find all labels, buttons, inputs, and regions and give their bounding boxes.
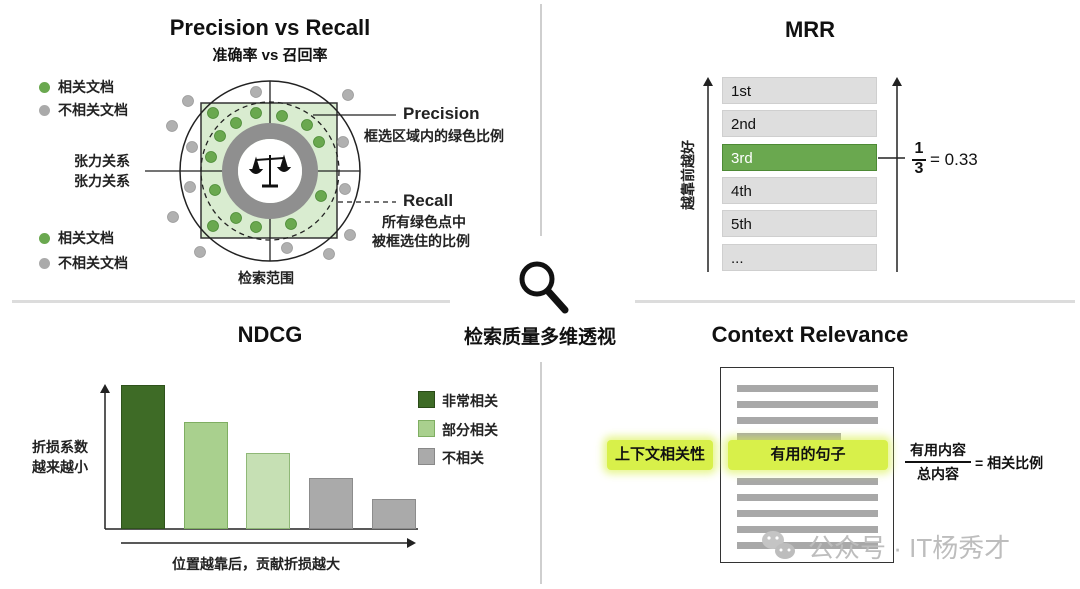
recall-desc-2: 被框选住的比例	[372, 233, 470, 249]
ndcg-y-label-1: 折损系数	[32, 439, 88, 455]
fraction-numerator: 有用内容	[910, 442, 966, 458]
legend-very-relevant-label: 非常相关	[442, 393, 498, 409]
watermark-text: 公众号 · IT杨秀才	[808, 533, 1011, 563]
green-dot-icon	[39, 233, 50, 244]
legend-irrelevant-swatch	[418, 448, 435, 465]
ndcg-bar-3	[246, 453, 290, 529]
tension-label-2: 张力关系	[74, 173, 130, 189]
mrr-row-3-hit: 3rd	[722, 144, 877, 171]
divider-horizontal-left	[12, 300, 450, 303]
mrr-axis-label: 越靠前越好	[680, 140, 696, 210]
ndcg-bar-4	[309, 478, 353, 529]
doc-line	[737, 401, 878, 408]
mrr-formula-denominator: 3	[914, 160, 924, 177]
doc-line	[737, 385, 878, 392]
fraction-denominator: 总内容	[917, 466, 959, 482]
mrr-row-1: 1st	[722, 77, 877, 104]
legend-irrelevant-label: 不相关	[442, 450, 484, 466]
mrr-row-2: 2nd	[722, 110, 877, 137]
ndcg-title: NDCG	[237, 322, 303, 347]
doc-line	[737, 433, 841, 440]
legend-partial-relevant-swatch	[418, 420, 435, 437]
legend-partial-relevant-label: 部分相关	[442, 422, 498, 438]
precision-recall-title: Precision vs Recall	[169, 15, 371, 40]
gray-dot-icon	[39, 105, 50, 116]
useful-sentence-highlight: 有用的句子	[728, 440, 888, 470]
mrr-row-5: 5th	[722, 210, 877, 237]
ndcg-x-label: 位置越靠后，贡献折损越大	[172, 556, 340, 572]
fraction-result: = 相关比例	[975, 455, 1044, 471]
doc-line	[737, 494, 878, 501]
legend-relevant-bottom: 相关文档	[39, 228, 114, 248]
divider-vertical-bottom	[540, 362, 542, 584]
gray-dot-icon	[39, 258, 50, 269]
mrr-formula-result: = 0.33	[930, 150, 978, 169]
recall-label: Recall	[403, 191, 454, 210]
legend-irrelevant-top: 不相关文档	[39, 100, 128, 120]
ndcg-bar-2	[184, 422, 228, 529]
scale-balance-icon	[248, 154, 292, 188]
precision-label: Precision	[403, 104, 480, 123]
center-title: 检索质量多维透视	[463, 327, 616, 348]
mrr-row-4: 4th	[722, 177, 877, 204]
doc-line	[737, 542, 878, 549]
legend-very-relevant-swatch	[418, 391, 435, 408]
context-relevance-title: Context Relevance	[711, 322, 909, 347]
precision-desc: 框选区域内的绿色比例	[364, 128, 504, 144]
ndcg-bar-5	[372, 499, 416, 529]
ndcg-y-label-2: 越来越小	[32, 459, 88, 475]
scope-label: 检索范围	[238, 270, 294, 286]
precision-recall-subtitle: 准确率 vs 召回率	[212, 47, 328, 64]
context-relevance-tag: 上下文相关性	[607, 440, 713, 470]
doc-line	[737, 526, 878, 533]
green-dot-icon	[39, 82, 50, 93]
legend-irrelevant-bottom: 不相关文档	[39, 253, 128, 273]
mrr-formula-numerator: 1	[914, 140, 924, 157]
mrr-row-more: ...	[722, 244, 877, 271]
divider-vertical-top	[540, 4, 542, 236]
tension-label-1: 张力关系	[74, 153, 130, 169]
mrr-title: MRR	[784, 17, 836, 42]
doc-line	[737, 510, 878, 517]
legend-relevant-top: 相关文档	[39, 77, 114, 97]
doc-line	[737, 417, 878, 424]
divider-horizontal-right	[635, 300, 1075, 303]
doc-line	[737, 478, 878, 485]
ndcg-bar-1	[121, 385, 165, 529]
recall-desc-1: 所有绿色点中	[382, 214, 466, 230]
